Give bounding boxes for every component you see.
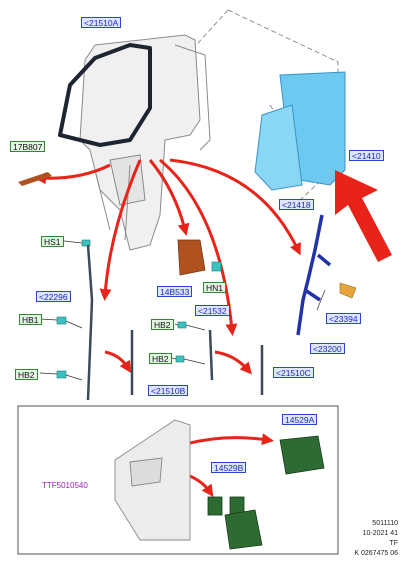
label-bolt-hb2-middle: HB2 (151, 319, 174, 330)
label-bolt-hn1: HN1 (203, 282, 227, 293)
highlight-arrow (335, 170, 392, 262)
footer-line-4: K 0267475 06 (354, 550, 398, 557)
footer-line-3: TF (389, 540, 398, 547)
label-channel-rear: <21510B (148, 385, 189, 396)
switch-housing-part (18, 172, 52, 186)
label-check-strap: <22296 (36, 291, 71, 302)
channels (130, 329, 264, 395)
label-door-glass: <21410 (349, 150, 384, 161)
label-regulator-bolt: <23394 (326, 313, 361, 324)
regulator (296, 214, 332, 336)
label-bolt-hb1: HB1 (19, 314, 42, 325)
check-strap (86, 244, 94, 401)
label-channel-upper: <21532 (195, 305, 230, 316)
label-switch-a: 14529A (282, 414, 318, 425)
door-glass (254, 71, 346, 191)
switch-parts (207, 435, 325, 550)
label-regulator: <23200 (310, 343, 345, 354)
footer-line-1: 5011110 (372, 520, 398, 527)
motor (177, 239, 206, 276)
inset-door-panel (114, 419, 191, 541)
footer-line-2: 10-2021 41 (362, 530, 398, 537)
label-bolt-hb2-lower: HB2 (149, 353, 172, 364)
label-bolt-hs1: HS1 (41, 236, 64, 247)
label-trim-panel: TTF5010540 (42, 481, 88, 490)
window-seal (58, 43, 152, 147)
footer-codes: 5011110 10-2021 41 TF K 0267475 06 (330, 519, 398, 559)
regulator-bracket (339, 282, 357, 299)
label-channel-front: <21510C (273, 367, 314, 378)
label-bolt-hb2-left: HB2 (15, 369, 38, 380)
label-window-seal: <21510A (81, 17, 122, 28)
door-frame (79, 34, 211, 251)
switch-inset-frame (17, 405, 339, 555)
label-motor: 14B533 (157, 286, 193, 297)
label-switch-housing: 17B807 (10, 141, 46, 152)
label-switch-b: 14529B (211, 462, 247, 473)
label-glass-run: <21418 (279, 199, 314, 210)
bolt-lines (39, 240, 326, 381)
